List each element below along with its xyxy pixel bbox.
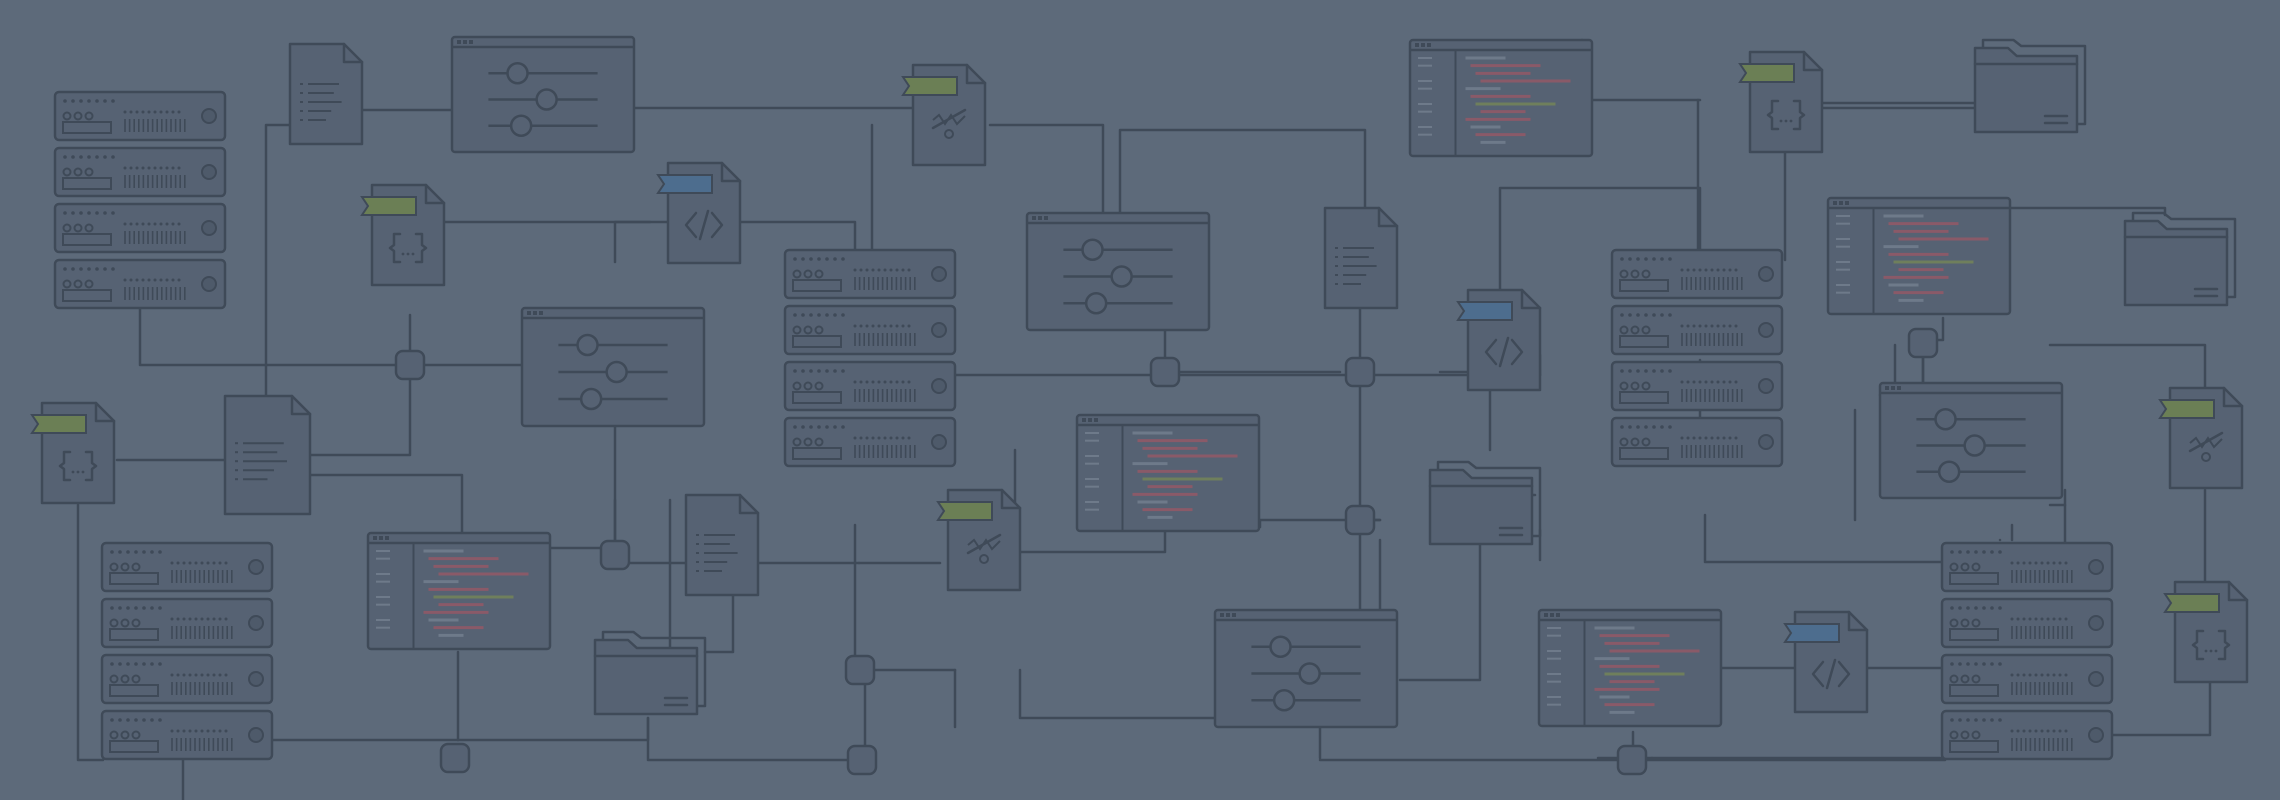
code-file-icon bbox=[1783, 610, 1869, 714]
server-rack-icon bbox=[1940, 541, 2114, 761]
junction-node-icon bbox=[1149, 356, 1181, 388]
settings-sliders-window-icon bbox=[1213, 608, 1399, 729]
code-editor-window-icon bbox=[1826, 196, 2012, 316]
junction-node-icon bbox=[846, 744, 878, 776]
settings-sliders-window-icon bbox=[1025, 211, 1211, 332]
wire bbox=[646, 658, 867, 762]
server-rack-icon bbox=[783, 248, 957, 468]
text-document-icon bbox=[684, 493, 760, 597]
settings-sliders-window-icon bbox=[450, 35, 636, 154]
wire bbox=[1118, 128, 1367, 214]
zip-archive-file-icon bbox=[2158, 386, 2244, 490]
server-rack-icon bbox=[100, 541, 274, 761]
wire bbox=[2063, 678, 2212, 737]
json-file-icon bbox=[30, 401, 116, 505]
junction-node-icon bbox=[844, 654, 876, 686]
settings-sliders-window-icon bbox=[520, 306, 706, 428]
code-file-icon bbox=[656, 161, 742, 265]
wire bbox=[2048, 343, 2207, 392]
junction-node-icon bbox=[1616, 744, 1648, 776]
code-editor-window-icon bbox=[366, 531, 552, 651]
text-document-icon bbox=[288, 42, 364, 146]
diagram-nodes bbox=[30, 35, 2249, 761]
wire bbox=[138, 298, 412, 367]
json-file-icon bbox=[360, 183, 446, 287]
text-document-icon bbox=[1323, 206, 1399, 310]
junction-node-icon bbox=[1907, 327, 1939, 359]
wire bbox=[613, 220, 652, 264]
junction-node-icon bbox=[1344, 356, 1376, 388]
code-file-icon bbox=[1456, 288, 1542, 392]
wire bbox=[76, 503, 105, 762]
junction-node-icon bbox=[394, 349, 426, 381]
junction-nodes bbox=[394, 327, 1939, 776]
wire bbox=[1398, 493, 1482, 682]
wire bbox=[308, 363, 412, 457]
code-editor-window-icon bbox=[1408, 38, 1594, 158]
wire bbox=[456, 716, 650, 742]
text-document-icon bbox=[223, 394, 312, 516]
junction-node-icon bbox=[599, 539, 631, 571]
code-editor-window-icon bbox=[1075, 413, 1261, 533]
folder-icon bbox=[1973, 38, 2087, 134]
wire bbox=[1703, 513, 1952, 564]
wire bbox=[988, 123, 1105, 214]
folder-icon bbox=[2123, 211, 2237, 307]
zip-archive-file-icon bbox=[936, 488, 1022, 592]
server-rack-icon bbox=[1610, 248, 1784, 468]
junction-node-icon bbox=[439, 742, 471, 774]
wire bbox=[1580, 38, 1702, 102]
code-editor-window-icon bbox=[1537, 608, 1723, 728]
wire bbox=[1498, 186, 1702, 292]
settings-sliders-window-icon bbox=[1878, 381, 2064, 500]
folder-icon bbox=[1428, 460, 1542, 546]
server-rack-icon bbox=[53, 90, 227, 310]
zip-archive-file-icon bbox=[901, 63, 987, 167]
json-file-icon bbox=[2163, 580, 2249, 684]
folder-icon bbox=[593, 630, 707, 716]
wire bbox=[264, 123, 292, 402]
junction-node-icon bbox=[1344, 504, 1376, 536]
json-file-icon bbox=[1738, 50, 1824, 154]
